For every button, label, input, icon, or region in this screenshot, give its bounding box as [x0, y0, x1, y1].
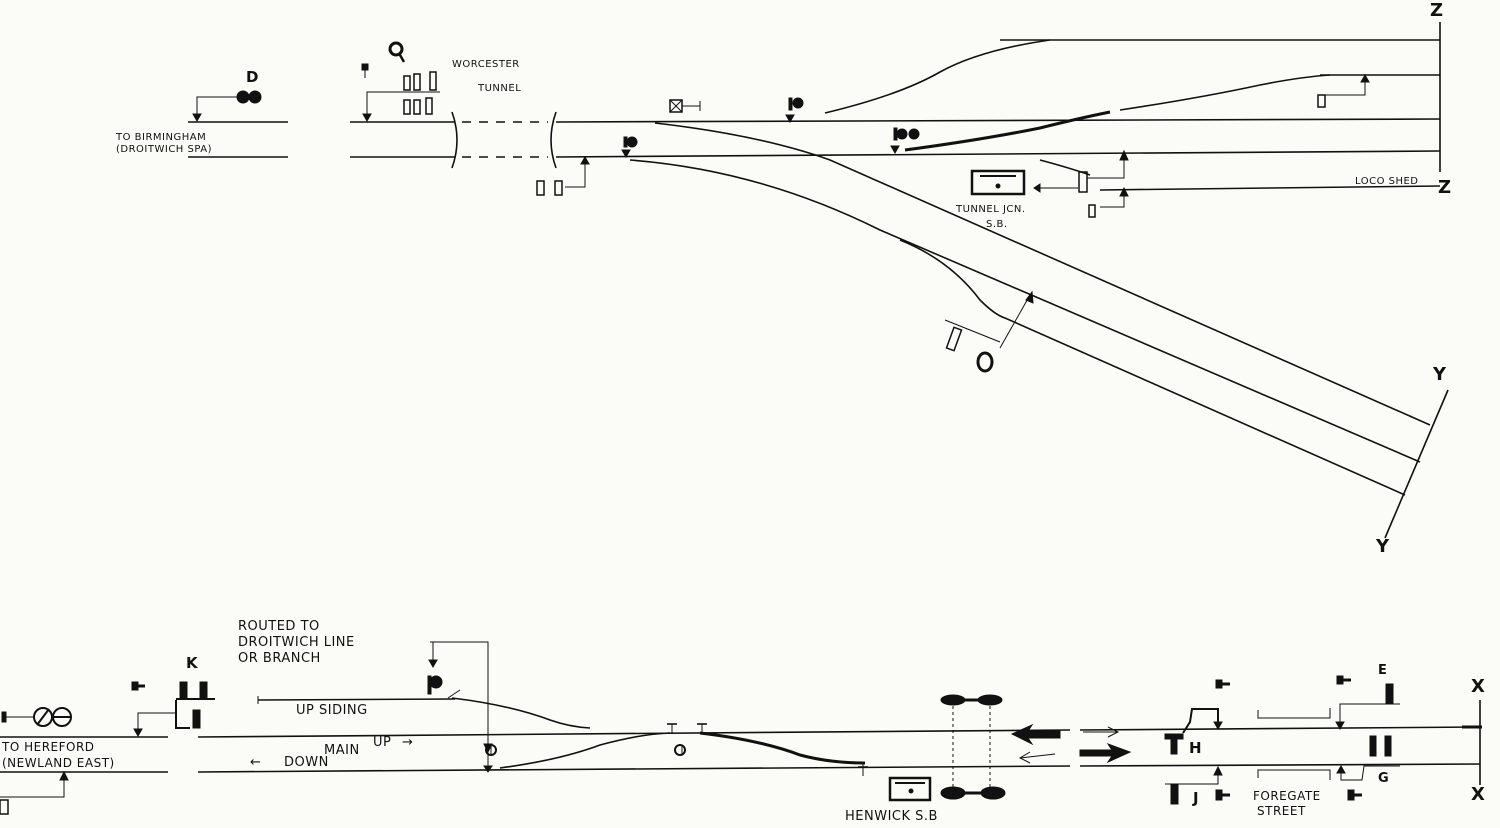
signal-xbox	[669, 99, 701, 113]
signal-branch	[944, 290, 1034, 373]
loco-shed-line	[1099, 185, 1441, 191]
signal-d	[192, 90, 262, 123]
signal-ground-mid	[667, 723, 868, 776]
signal-e	[1257, 675, 1400, 731]
signal-k-label: K	[186, 654, 199, 672]
curve-to-siding-1	[824, 39, 1051, 114]
signal-g	[1257, 735, 1400, 801]
down-label: DOWN	[284, 755, 329, 770]
signal-j	[1165, 765, 1230, 805]
x-top-label: X	[1471, 676, 1486, 697]
tunnel-portal-east	[550, 111, 557, 169]
y-bottom-label: Y	[1376, 536, 1390, 557]
foregate-label: FOREGATE	[1253, 789, 1321, 803]
z-top-label: Z	[1430, 0, 1444, 21]
tunnel-jcn-signal-box	[970, 169, 1026, 196]
signal-group-tunnel-east	[536, 155, 590, 196]
tunnel-label: TUNNEL	[478, 83, 522, 94]
direction-arrows	[1010, 723, 1132, 764]
up-siding-line	[257, 698, 456, 701]
foregate-down-line	[1079, 763, 1481, 767]
up-siding-connection	[451, 697, 591, 729]
tunnel-jcn-sb-label: S.B.	[986, 219, 1008, 230]
signal-ground-pair	[890, 127, 920, 155]
signal-routed	[427, 641, 497, 773]
up-arrow: →	[402, 735, 414, 750]
branch-line-3	[899, 239, 1406, 496]
tunnel-portal-west	[451, 111, 458, 169]
street-label: STREET	[1257, 804, 1306, 818]
henwick-sb-label: HENWICK S.B	[845, 809, 938, 824]
curve-to-siding-2	[1119, 74, 1331, 111]
y-top-label: Y	[1433, 364, 1447, 385]
henwick-signal-box	[888, 776, 932, 802]
up-siding-label: UP SIDING	[296, 703, 368, 718]
signal-k	[131, 681, 215, 738]
signal-loco-shed	[1033, 149, 1129, 218]
newland-east-label: (NEWLAND EAST)	[2, 756, 115, 770]
branch-line-2	[629, 159, 1421, 463]
routed-line2-label: DROITWICH LINE	[238, 635, 355, 650]
routed-line1-label: ROUTED TO	[238, 619, 320, 634]
signal-h	[1164, 679, 1230, 755]
signal-siding-2	[1317, 73, 1370, 108]
signal-g-label: G	[1378, 771, 1390, 786]
signal-ground-tunnel-east	[621, 136, 638, 159]
droitwich-spa-label: (DROITWICH SPA)	[116, 144, 212, 155]
crossover-down-to-up	[904, 110, 1111, 152]
main-label: MAIN	[324, 743, 360, 758]
signal-hereford	[0, 707, 72, 798]
worcester-label: WORCESTER	[452, 59, 520, 70]
down-arrow: ←	[250, 755, 262, 770]
z-bottom-label: Z	[1438, 177, 1452, 198]
to-hereford-label: TO HEREFORD	[2, 740, 95, 754]
signal-ground-up-main	[785, 97, 804, 124]
up-label: UP	[373, 735, 392, 750]
x-bottom-label: X	[1471, 784, 1486, 805]
loco-shed-label: LOCO SHED	[1355, 176, 1419, 187]
routed-line3-label: OR BRANCH	[238, 651, 321, 666]
signal-group-tunnel-west	[361, 41, 440, 123]
signal-e-label: E	[1378, 663, 1388, 678]
tunnel-jcn-label: TUNNEL JCN.	[956, 204, 1026, 215]
main-down-line	[197, 765, 1071, 773]
signal-edge	[0, 799, 9, 815]
crossover-down-to-up	[499, 732, 671, 769]
crossover-up-to-down	[699, 731, 866, 765]
branch-line-1	[654, 122, 1431, 426]
level-crossing-gates	[940, 694, 1006, 800]
down-main-line	[555, 150, 1441, 158]
up-main-line	[555, 118, 1441, 123]
foregate-up-line	[1079, 726, 1481, 731]
boundary-y	[1384, 389, 1449, 539]
signal-h-label: H	[1189, 739, 1203, 757]
main-up-line	[197, 729, 1071, 738]
to-birmingham-label: TO BIRMINGHAM	[116, 132, 207, 143]
signal-j-label: J	[1193, 789, 1200, 807]
signal-d-label: D	[246, 68, 259, 86]
